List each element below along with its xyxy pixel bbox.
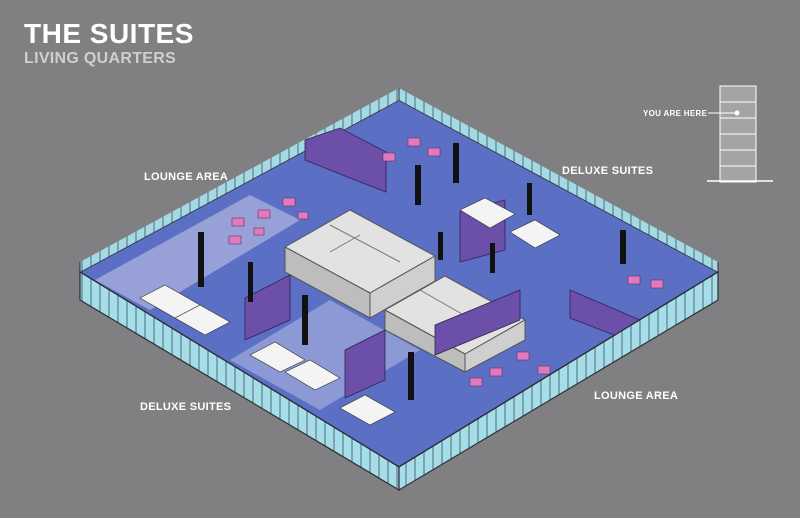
zone-label-deluxe-top: DELUXE SUITES	[562, 165, 654, 177]
you-are-here-label: YOU ARE HERE	[643, 109, 708, 118]
black-partitions	[198, 143, 626, 400]
glass-wall-back-left	[80, 88, 399, 272]
core-block-lower	[383, 275, 527, 373]
zone-label-deluxe-bottom: DELUXE SUITES	[140, 401, 232, 413]
page-subtitle: LIVING QUARTERS	[24, 50, 177, 67]
glass-wall-back-right	[399, 88, 718, 272]
core-block-upper	[283, 209, 437, 319]
desk-zone-left	[95, 195, 300, 310]
you-are-here-dot	[734, 110, 740, 116]
desk-zone-bottom	[230, 300, 420, 410]
zone-label-lounge-bottom: LOUNGE AREA	[594, 390, 679, 402]
page-title: THE SUITES	[24, 18, 194, 49]
desks	[139, 197, 561, 426]
lounge-chairs	[228, 137, 664, 387]
zone-label-lounge-top: LOUNGE AREA	[144, 171, 229, 183]
building-locator	[707, 85, 773, 183]
